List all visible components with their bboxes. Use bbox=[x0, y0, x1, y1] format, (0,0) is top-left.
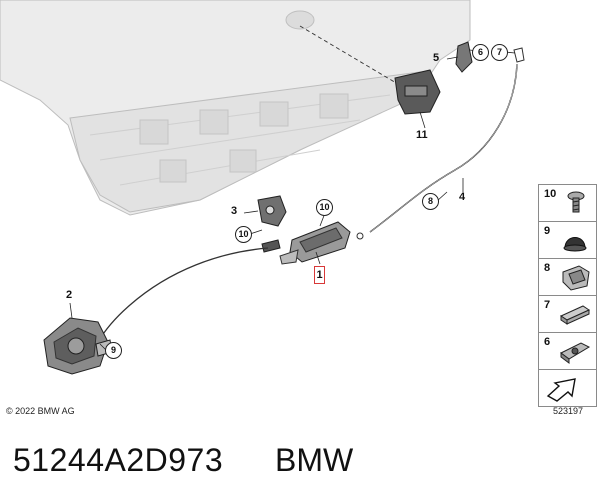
legend-item-arrow bbox=[538, 369, 597, 407]
legend-number: 10 bbox=[544, 188, 557, 200]
legend-item-6: 6 bbox=[538, 332, 597, 370]
parts-diagram bbox=[0, 0, 525, 375]
part-1-lock bbox=[279, 221, 364, 265]
callout-10-circled-b: 10 bbox=[316, 199, 333, 216]
legend-item-10: 10 bbox=[538, 184, 597, 222]
copyright: © 2022 BMW AG bbox=[6, 406, 75, 416]
callout-2: 2 bbox=[66, 289, 73, 301]
trunk-lid-illustration bbox=[0, 0, 471, 216]
legend-number: 7 bbox=[544, 299, 551, 311]
callout-6-circled: 6 bbox=[472, 44, 489, 61]
arrow-icon bbox=[546, 378, 576, 402]
legend-number: 6 bbox=[544, 336, 551, 348]
callout-11: 11 bbox=[416, 129, 428, 141]
legend-item-7: 7 bbox=[538, 295, 597, 333]
rubber-cap-icon bbox=[563, 237, 587, 252]
part-3-striker bbox=[257, 195, 287, 253]
callout-3: 3 bbox=[231, 205, 238, 217]
legend-item-9: 9 bbox=[538, 221, 597, 259]
part-11-release-button bbox=[394, 69, 441, 115]
callout-9-circled: 9 bbox=[105, 342, 122, 359]
legend-number: 9 bbox=[544, 225, 551, 237]
brand-label: BMW bbox=[275, 442, 354, 478]
legend-number: 8 bbox=[544, 262, 551, 274]
clip-nut-icon bbox=[560, 342, 591, 364]
callout-7-circled: 7 bbox=[491, 44, 508, 61]
legend-item-8: 8 bbox=[538, 258, 597, 296]
part-5-bracket bbox=[455, 41, 473, 73]
spring-nut-icon bbox=[559, 305, 591, 325]
callout-8-circled: 8 bbox=[422, 193, 439, 210]
callout-4: 4 bbox=[459, 191, 466, 203]
callout-1-highlighted: 1 bbox=[314, 266, 325, 284]
part-number: 51244A2D973 bbox=[13, 442, 224, 478]
callout-5: 5 bbox=[433, 52, 440, 64]
diagram-number: 523197 bbox=[553, 406, 584, 416]
screw-icon bbox=[567, 191, 585, 213]
cable-to-actuator bbox=[97, 247, 269, 343]
cable-end-connector bbox=[513, 47, 525, 63]
cable-clip-icon bbox=[562, 265, 590, 291]
callout-10-circled-a: 10 bbox=[235, 226, 252, 243]
